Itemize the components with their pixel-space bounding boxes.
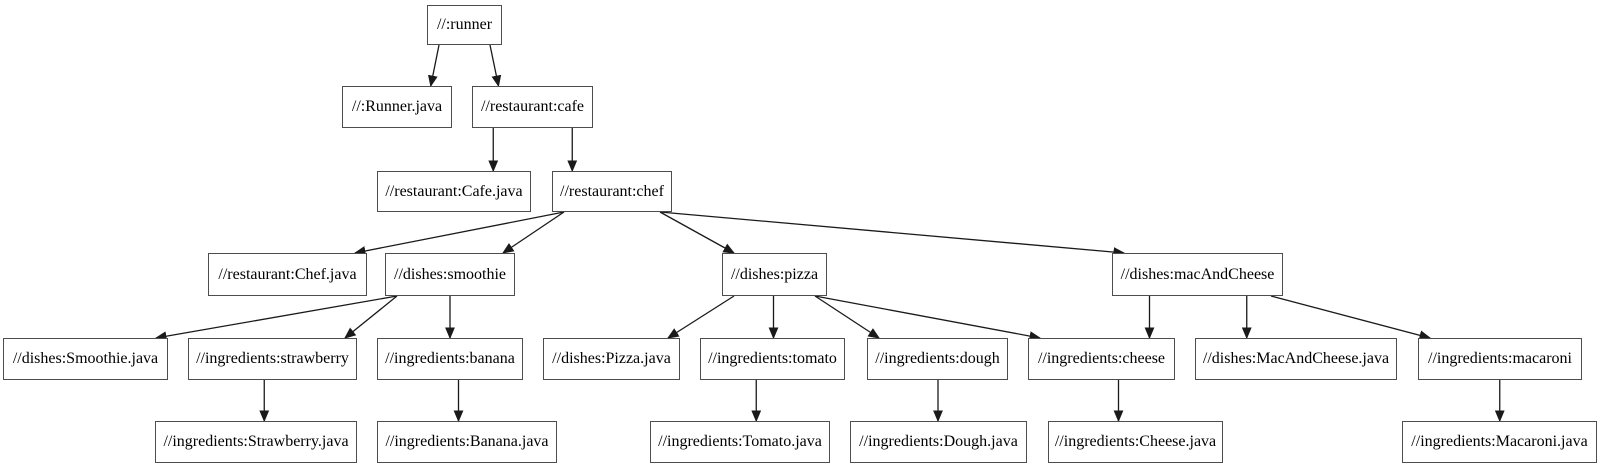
edge-pizza-to-dough <box>814 295 880 339</box>
edge-chef-to-chef-java <box>353 211 565 256</box>
edge-chef-to-mac-and-cheese <box>659 211 1126 257</box>
edge-mac-and-cheese-to-macaroni <box>1270 295 1432 341</box>
graph-node-macaroni-java: //ingredients:Macaroni.java <box>1402 421 1597 463</box>
graph-node-tomato: //ingredients:tomato <box>700 338 845 380</box>
graph-node-smoothie-java: //dishes:Smoothie.java <box>3 338 168 380</box>
graph-node-runner-java: //:Runner.java <box>342 86 452 128</box>
graph-node-mac-and-cheese: //dishes:macAndCheese <box>1112 253 1283 296</box>
edge-smoothie-to-strawberry <box>344 295 398 339</box>
graph-node-banana-java: //ingredients:Banana.java <box>377 421 557 463</box>
graph-node-banana: //ingredients:banana <box>377 338 523 380</box>
edge-pizza-to-pizza-java <box>667 295 735 339</box>
graph-node-mac-and-cheese-java: //dishes:MacAndCheese.java <box>1195 338 1397 380</box>
graph-node-pizza: //dishes:pizza <box>722 253 827 296</box>
graph-node-chef-java: //restaurant:Chef.java <box>208 253 367 296</box>
graph-node-tomato-java: //ingredients:Tomato.java <box>650 421 830 463</box>
graph-node-cheese: //ingredients:cheese <box>1028 338 1175 380</box>
graph-node-chef: //restaurant:chef <box>552 171 672 212</box>
graph-node-pizza-java: //dishes:Pizza.java <box>543 338 680 380</box>
graph-node-cafe: //restaurant:cafe <box>472 86 593 128</box>
graph-node-smoothie: //dishes:smoothie <box>385 253 515 296</box>
edge-chef-to-pizza <box>659 211 736 254</box>
edge-chef-to-smoothie <box>502 211 565 254</box>
edge-runner-to-runner-java <box>428 44 440 88</box>
edge-smoothie-to-smoothie-java <box>154 295 398 342</box>
graph-node-macaroni: //ingredients:macaroni <box>1418 338 1582 380</box>
graph-node-strawberry: //ingredients:strawberry <box>188 338 357 380</box>
graph-node-cafe-java: //restaurant:Cafe.java <box>377 171 531 212</box>
graph-node-dough-java: //ingredients:Dough.java <box>850 421 1027 463</box>
graph-node-strawberry-java: //ingredients:Strawberry.java <box>155 421 357 463</box>
graph-node-runner: //:runner <box>427 5 502 45</box>
edge-pizza-to-cheese <box>814 295 1042 341</box>
edge-runner-to-cafe <box>489 44 502 88</box>
graph-node-cheese-java: //ingredients:Cheese.java <box>1048 421 1223 463</box>
graph-node-dough: //ingredients:dough <box>867 338 1008 380</box>
